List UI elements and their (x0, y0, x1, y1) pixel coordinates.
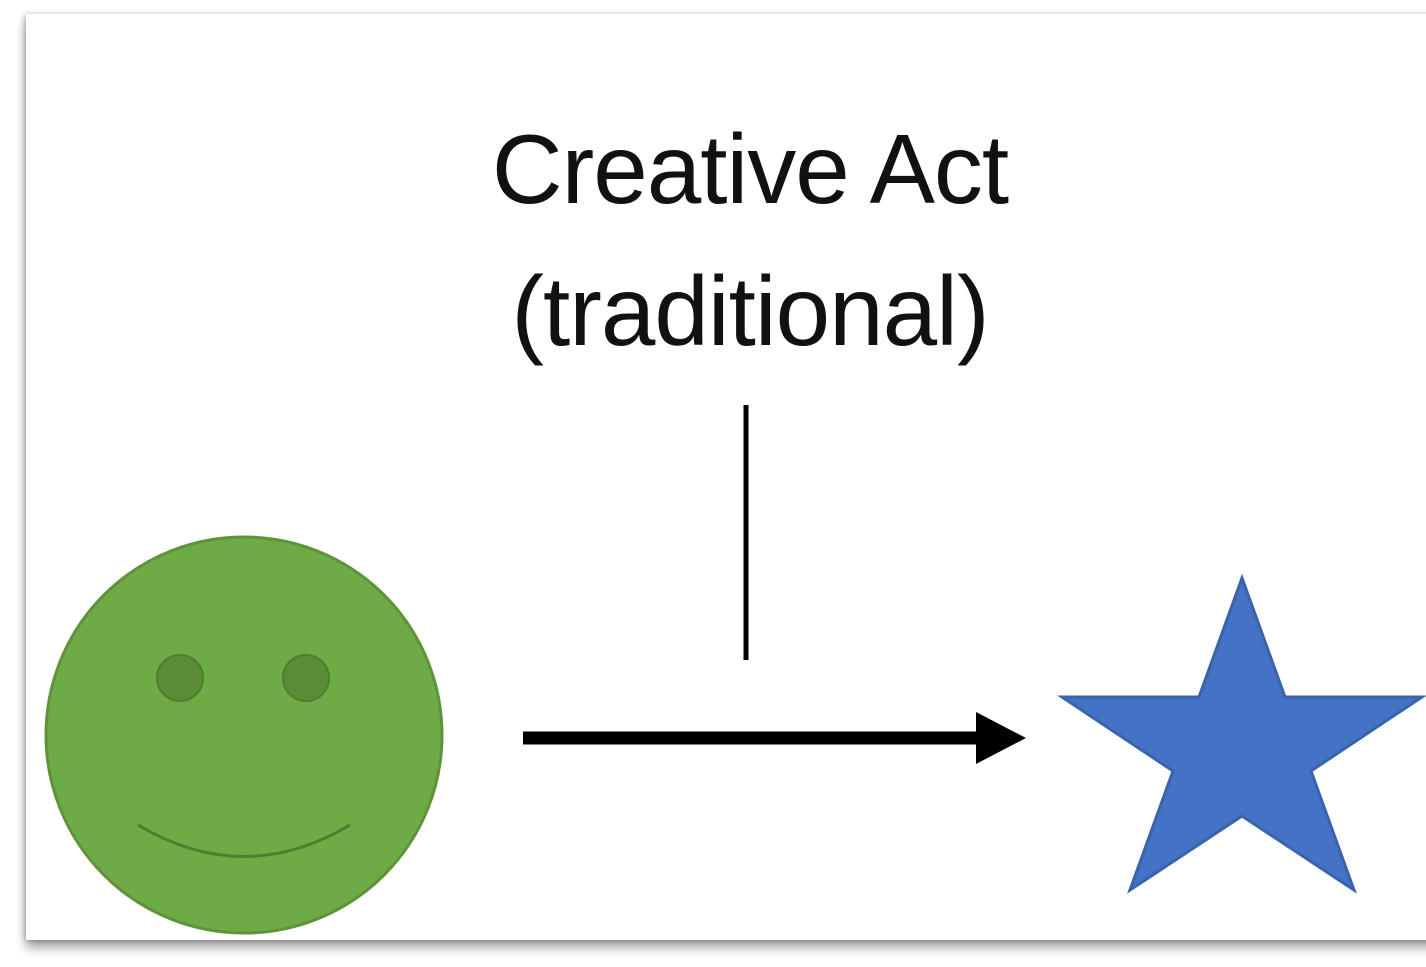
arrow-right-icon (523, 712, 1026, 764)
title-line-2: (traditional) (511, 256, 989, 366)
smiley-face-icon (44, 535, 444, 935)
diagram-title: Creative Act (traditional) (350, 98, 1150, 382)
star-icon (1057, 573, 1426, 894)
title-line-1: Creative Act (491, 114, 1009, 224)
